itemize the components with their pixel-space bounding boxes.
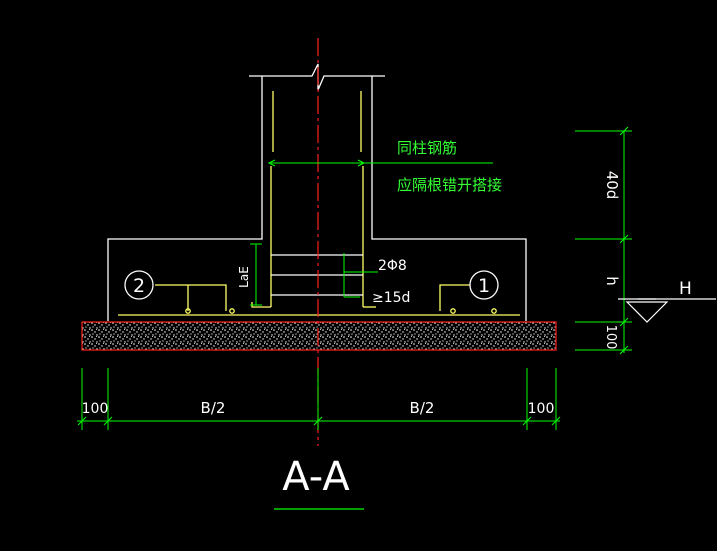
column-bar-left xyxy=(270,91,274,307)
marker-leader-left xyxy=(155,284,227,311)
bedding-layer xyxy=(81,321,557,351)
dim-right-half: B/2 xyxy=(410,399,435,417)
dim-right-offset: 100 xyxy=(528,401,555,417)
lap-note-leader xyxy=(267,159,493,167)
column-break-line xyxy=(249,63,385,91)
marker-right-label: 1 xyxy=(478,275,490,297)
horizontal-dimension-chain xyxy=(77,368,561,430)
lae-label: LaE xyxy=(237,266,251,288)
stirrup-spec-dimension xyxy=(343,253,378,298)
rebar-dot xyxy=(450,308,456,314)
lap-note-line1: 同柱钢筋 xyxy=(397,139,457,157)
lap-length-label: 40d xyxy=(603,171,621,200)
rebar-dot xyxy=(491,308,497,314)
bedding-thickness-label: 100 xyxy=(603,325,618,350)
marker-leader-right xyxy=(439,284,470,311)
rebar-group xyxy=(118,91,520,316)
vertical-dimension-chain xyxy=(575,126,632,355)
dim-left-offset: 100 xyxy=(82,401,109,417)
footing-outline xyxy=(107,76,527,321)
column-bar-right xyxy=(360,91,364,307)
lap-note-line2: 应隔根错开搭接 xyxy=(397,176,502,194)
anchor-length: ≥15d xyxy=(372,290,410,306)
lae-dimension xyxy=(250,243,262,306)
marker-left-label: 2 xyxy=(133,275,145,297)
column-bar-hook-left xyxy=(251,302,271,308)
level-symbol xyxy=(618,298,716,323)
level-label: H xyxy=(679,279,692,299)
height-label: h xyxy=(603,276,621,286)
stirrups xyxy=(271,254,363,296)
dim-left-half: B/2 xyxy=(201,399,226,417)
stirrup-spec: 2Φ8 xyxy=(378,258,407,274)
marker-right: 1 xyxy=(469,270,499,300)
section-label: A-A xyxy=(282,454,350,500)
rebar-dot xyxy=(229,308,235,314)
marker-left: 2 xyxy=(124,270,154,300)
